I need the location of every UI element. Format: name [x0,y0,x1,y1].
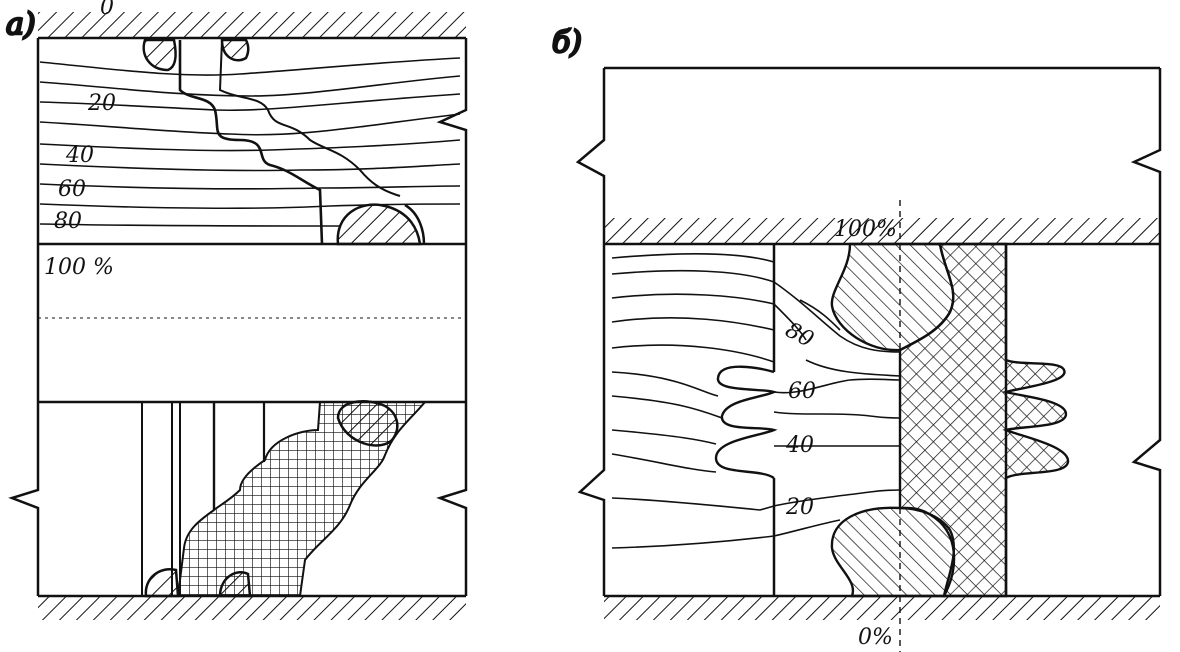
b-blob-lower [830,506,955,598]
top-hatched-edge [38,12,466,38]
blob-upper-bottom [336,203,422,246]
isoline-label-80: 80 [54,209,82,234]
b-blob-upper [830,242,955,352]
right-edge-upper [436,38,468,244]
blob-lower-left [144,567,180,598]
blob-upper-outline [404,203,426,245]
panel-a: a) 0 20 40 60 80 [5,0,468,620]
panel-b: б) 100% 0% [551,24,1162,652]
right-edge-lower [436,402,468,596]
frontier-line-upper-2 [218,39,401,197]
b-isoline-label-60: 60 [788,379,816,404]
isoline-label-40: 40 [65,143,94,168]
blob-lower-right [218,571,252,598]
left-edge-lower [8,402,40,596]
frontier-line-upper [178,40,324,245]
isoline-label-60: 60 [58,177,86,202]
b-isoline-label-80: 80 [781,318,817,353]
blob-upper-right [220,38,250,62]
b-isolines [611,253,901,549]
b-upper-hatched-edge [604,218,1160,244]
label-0-percent-b: 0% [858,625,893,650]
blob-lower-top [336,400,399,447]
b-bottom-hatched-edge [604,596,1160,620]
b-isoline-label-20: 20 [785,495,814,520]
label-100-percent-b: 100% [834,217,897,242]
isoline-label-0: 0 [100,0,114,20]
b-fingers-left [714,365,778,480]
b-left-edge-upper [575,68,606,244]
label-100-percent-a: 100 % [44,255,114,280]
b-left-edge-lower [577,244,606,596]
b-right-edge-lower [1131,244,1162,596]
isoline-label-20: 20 [87,91,116,116]
blob-upper-left [142,38,177,72]
panel-b-label: б) [552,25,582,60]
panel-a-label: a) [6,7,36,42]
b-right-edge-upper [1130,68,1162,244]
crosshatch-zone-lower [176,401,428,597]
b-isoline-label-40: 40 [785,433,814,458]
bottom-hatched-edge [38,596,466,620]
